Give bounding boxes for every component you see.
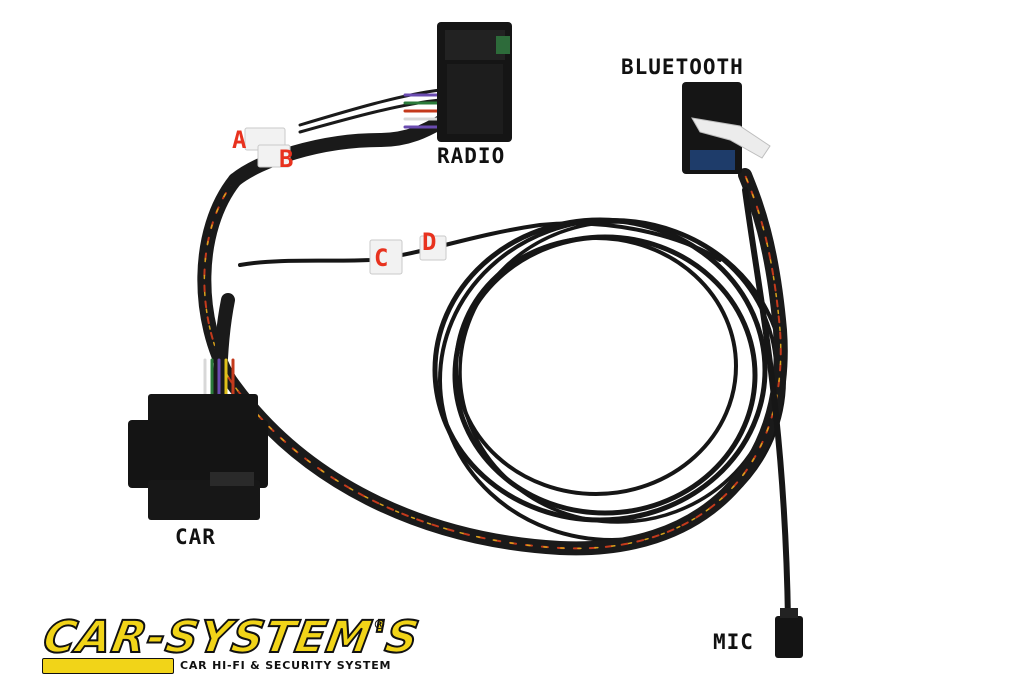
pin-d-label: D (422, 228, 437, 256)
cd-plugs (369, 235, 447, 275)
mic-connector (775, 608, 803, 658)
ab-plugs (244, 127, 291, 168)
logo-tagline: CAR HI-FI & SECURITY SYSTEM (180, 659, 392, 672)
car-label: CAR (175, 525, 216, 549)
radio-connector (437, 22, 512, 142)
mic-label: MIC (713, 630, 754, 654)
registered-mark: ® (373, 618, 386, 633)
logo-underline-bar (42, 658, 174, 674)
pin-a-label: A (232, 126, 247, 154)
car-connector (128, 394, 268, 520)
car-systems-logo: CAR-SYSTEM'S ® CAR HI-FI & SECURITY SYST… (39, 611, 424, 674)
pin-c-label: C (374, 244, 389, 272)
logo-wordmark: CAR-SYSTEM'S (39, 611, 425, 664)
bluetooth-connector (682, 82, 771, 174)
pin-b-label: B (279, 145, 294, 173)
wire-fan-car (203, 358, 235, 397)
radio-label: RADIO (437, 144, 506, 168)
bluetooth-label: BLUETOOTH (621, 55, 744, 79)
braided-trunk (197, 88, 791, 623)
